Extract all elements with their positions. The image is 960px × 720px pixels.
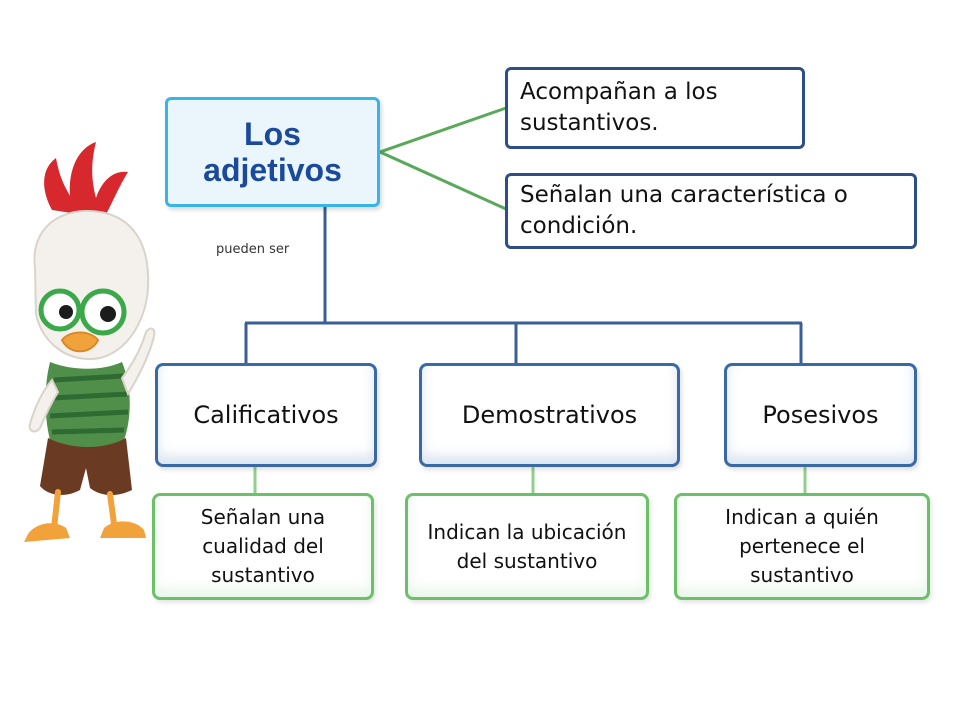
main-concept-box: Los adjetivos bbox=[165, 97, 380, 207]
feature-box: Acompañan a los sustantivos. bbox=[505, 67, 805, 149]
connector-label: pueden ser bbox=[216, 242, 290, 257]
adjective-type-description: Señalan una cualidad del sustantivo bbox=[200, 505, 326, 587]
connector-main-to-feature-1 bbox=[379, 106, 507, 154]
feature-text: Señalan una característica o condición. bbox=[520, 182, 848, 239]
adjective-type-description: Indican la ubicación del sustantivo bbox=[427, 519, 627, 573]
adjective-type-box: Calificativos bbox=[155, 363, 377, 467]
cartoon-chicken-icon bbox=[24, 142, 156, 542]
adjective-type-description-box: Indican a quién pertenece el sustantivo bbox=[674, 493, 930, 600]
feature-text: Acompañan a los sustantivos. bbox=[520, 79, 718, 136]
adjective-type-description: Indican a quién pertenece el sustantivo bbox=[725, 505, 879, 587]
connector-main-to-feature-2 bbox=[379, 150, 507, 211]
adjective-type-name: Calificativos bbox=[193, 401, 339, 429]
adjective-type-description-box: Señalan una cualidad del sustantivo bbox=[152, 493, 374, 600]
adjective-type-box: Posesivos bbox=[724, 363, 917, 467]
adjective-type-name: Posesivos bbox=[762, 401, 879, 429]
feature-box: Señalan una característica o condición. bbox=[505, 173, 917, 249]
adjective-type-description-box: Indican la ubicación del sustantivo bbox=[405, 493, 649, 600]
adjective-type-box: Demostrativos bbox=[419, 363, 680, 467]
adjective-type-name: Demostrativos bbox=[461, 401, 638, 429]
main-concept-label: Los adjetivos bbox=[203, 116, 342, 188]
